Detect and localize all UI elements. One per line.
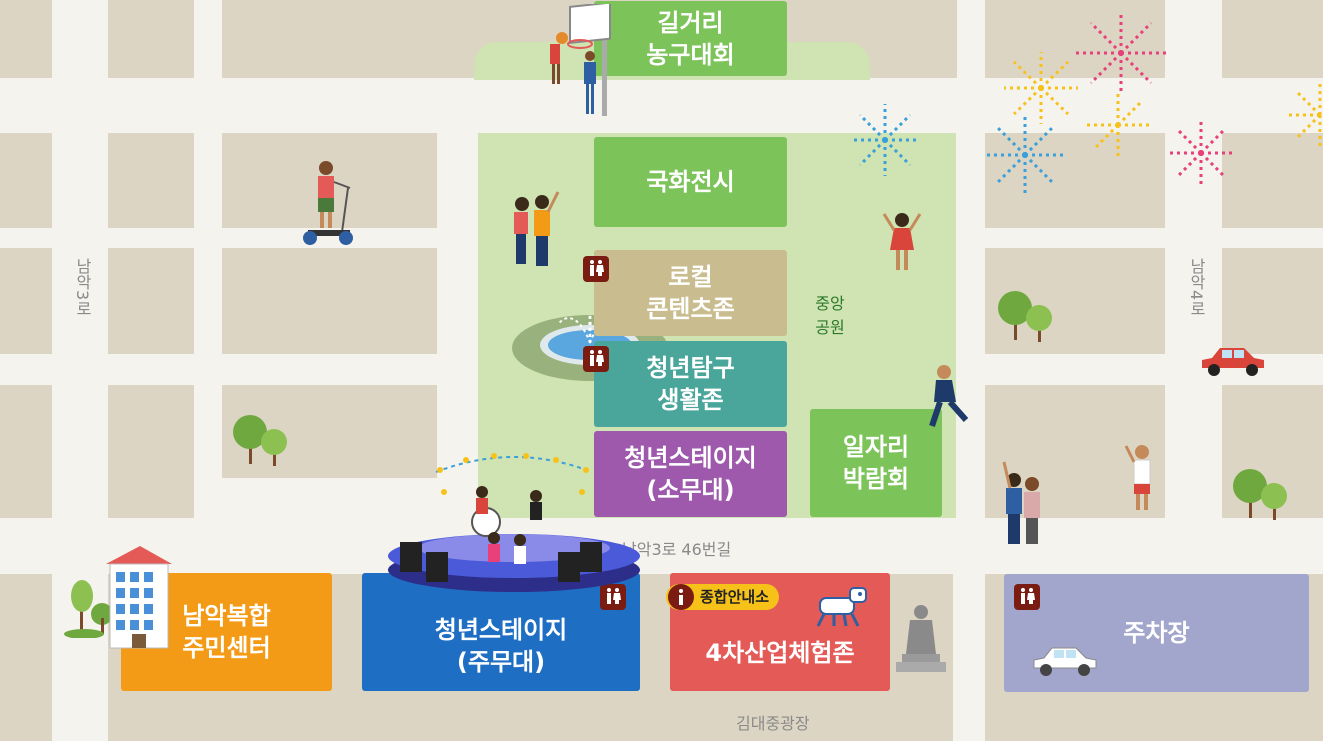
city-block bbox=[222, 0, 437, 78]
restroom-icon[interactable] bbox=[1014, 584, 1040, 610]
city-block bbox=[0, 0, 52, 78]
zone-parking[interactable]: 주차장 bbox=[1004, 574, 1309, 692]
city-block bbox=[108, 0, 194, 78]
child-icon bbox=[1124, 445, 1151, 510]
street-label-namak4ro: 남악4로 bbox=[1187, 258, 1206, 317]
stage-icon bbox=[388, 453, 640, 592]
robot-dog-icon bbox=[816, 587, 867, 627]
fireworks-icon bbox=[850, 104, 920, 176]
fireworks-icon bbox=[1288, 84, 1322, 146]
car-icon bbox=[1202, 348, 1264, 376]
tree-icon bbox=[998, 291, 1052, 342]
couple-icon bbox=[1002, 461, 1040, 544]
street-label-namak3ro-46: 남악3로 46번길 bbox=[622, 540, 732, 559]
street-label-kimdaejung-plaza: 김대중광장 bbox=[736, 714, 810, 733]
info-center-label: 종합안내소 bbox=[700, 588, 770, 606]
city-block bbox=[0, 574, 52, 741]
tree-icon bbox=[1233, 469, 1287, 520]
city-block bbox=[985, 0, 1165, 78]
city-block bbox=[0, 133, 52, 228]
zone-job-fair[interactable]: 일자리 박람회 bbox=[810, 409, 942, 517]
businessman-icon bbox=[929, 365, 969, 427]
restroom-icon[interactable] bbox=[600, 584, 626, 610]
couple-icon bbox=[514, 191, 560, 266]
city-block bbox=[0, 385, 52, 518]
zone-korean-painting[interactable]: 국화전시 bbox=[594, 137, 787, 227]
zone-street-basketball[interactable]: 길거리 농구대회 bbox=[594, 1, 787, 76]
building-icon bbox=[106, 546, 172, 649]
zone-youth-stage-small[interactable]: 청년스테이지 (소무대) bbox=[594, 431, 787, 517]
statue-icon bbox=[896, 605, 946, 672]
city-block bbox=[108, 133, 194, 228]
car-icon bbox=[1033, 647, 1097, 676]
tree-icon bbox=[233, 415, 287, 466]
city-block bbox=[1222, 133, 1323, 228]
fireworks-icon bbox=[1170, 122, 1232, 184]
fireworks-icon bbox=[986, 116, 1064, 194]
city-block bbox=[108, 248, 194, 354]
fireworks-icon bbox=[1076, 12, 1166, 94]
city-block bbox=[1222, 0, 1323, 78]
tree-icon bbox=[64, 580, 113, 638]
fireworks-icon bbox=[1004, 52, 1078, 124]
city-block bbox=[222, 248, 437, 354]
zone-local-content[interactable]: 로컬 콘텐츠존 bbox=[594, 250, 787, 336]
central-park-label: 중앙 공원 bbox=[815, 294, 845, 337]
segway-icon bbox=[303, 161, 353, 245]
city-block bbox=[108, 385, 194, 518]
info-icon bbox=[668, 584, 694, 610]
zone-youth-stage-main[interactable]: 청년스테이지 (주무대) bbox=[362, 573, 640, 691]
city-block bbox=[1222, 248, 1323, 354]
city-block bbox=[0, 248, 52, 354]
city-block bbox=[985, 133, 1165, 228]
zone-youth-life[interactable]: 청년탐구 생활존 bbox=[594, 341, 787, 427]
info-center-badge[interactable]: 종합안내소 bbox=[666, 584, 780, 610]
child-icon bbox=[882, 213, 922, 270]
restroom-icon[interactable] bbox=[583, 256, 609, 282]
street-label-namak3ro: 남악3로 bbox=[73, 258, 92, 317]
basketball-icon bbox=[550, 4, 611, 116]
fireworks-icon bbox=[1086, 94, 1150, 156]
restroom-icon[interactable] bbox=[583, 346, 609, 372]
